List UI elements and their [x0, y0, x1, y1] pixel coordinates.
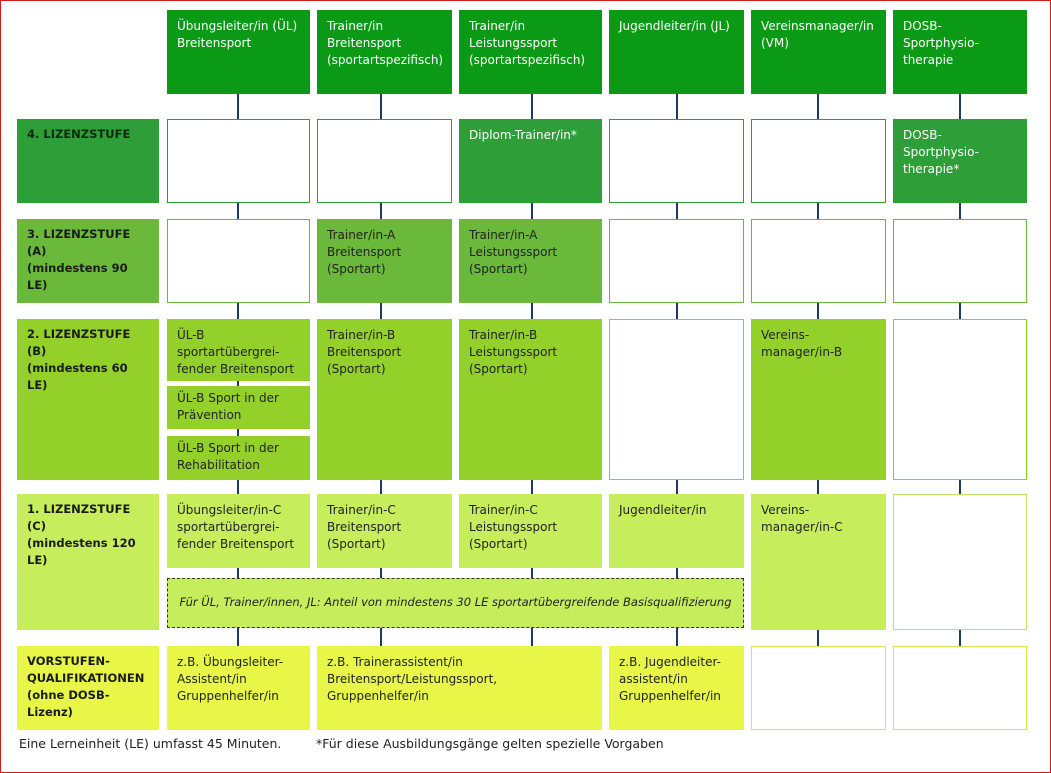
l4-vm-cell — [751, 119, 886, 203]
l4-physio-cell: DOSB-Sportphysio- therapie* — [893, 119, 1027, 203]
l2-ul-praevention-cell: ÜL-B Sport in der Prävention — [167, 386, 310, 429]
header-ul: Übungsleiter/in (ÜL) Breitensport — [167, 10, 310, 94]
l1-trainer-bs-cell: Trainer/in-C Breitensport (Sportart) — [317, 494, 452, 568]
l3-physio-cell — [893, 219, 1027, 303]
header-vm: Vereinsmanager/in (VM) — [751, 10, 886, 94]
header-jl: Jugendleiter/in (JL) — [609, 10, 744, 94]
lv-ul-cell: z.B. Übungsleiter- Assistent/in Gruppenh… — [167, 646, 310, 730]
l4-trainer-bs-cell — [317, 119, 452, 203]
l1-vm-cell: Vereins- manager/in-C — [751, 494, 886, 630]
l1-ul-cell: Übungsleiter/in-C sportartübergrei- fend… — [167, 494, 310, 568]
header-physio: DOSB-Sportphysio- therapie — [893, 10, 1027, 94]
l1-physio-cell — [893, 494, 1027, 630]
l2-ul-rehabilitation-cell: ÜL-B Sport in der Rehabilitation — [167, 436, 310, 480]
l3-ul-cell — [167, 219, 310, 303]
l4-jl-cell — [609, 119, 744, 203]
vorstufen-label: VORSTUFEN- QUALIFIKATIONEN (ohne DOSB-Li… — [17, 646, 159, 730]
level-4-label: 4. LIZENZSTUFE — [17, 119, 159, 203]
l2-trainer-ls-cell: Trainer/in-B Leistungssport (Sportart) — [459, 319, 602, 480]
lv-physio-cell — [893, 646, 1027, 730]
l3-trainer-bs-cell: Trainer/in-A Breitensport (Sportart) — [317, 219, 452, 303]
l3-jl-cell — [609, 219, 744, 303]
lv-trainer-cell: z.B. Trainerassistent/in Breitensport/Le… — [317, 646, 602, 730]
header-trainer-ls: Trainer/in Leistungssport (sportartspezi… — [459, 10, 602, 94]
footer-le-note: Eine Lerneinheit (LE) umfasst 45 Minuten… — [19, 736, 282, 751]
l1-jl-cell: Jugendleiter/in — [609, 494, 744, 568]
level-3-label: 3. LIZENZSTUFE (A) (mindestens 90 LE) — [17, 219, 159, 303]
l2-ul-breitensport-cell: ÜL-B sportartübergrei- fender Breitenspo… — [167, 319, 310, 381]
l2-trainer-bs-cell: Trainer/in-B Breitensport (Sportart) — [317, 319, 452, 480]
lv-jl-cell: z.B. Jugendleiter- assistent/in Gruppenh… — [609, 646, 744, 730]
l2-jl-cell — [609, 319, 744, 480]
header-trainer-bs: Trainer/in Breitensport (sportartspezifi… — [317, 10, 452, 94]
l2-vm-cell: Vereins- manager/in-B — [751, 319, 886, 480]
l4-trainer-ls-cell: Diplom-Trainer/in* — [459, 119, 602, 203]
l3-vm-cell — [751, 219, 886, 303]
level-1-label: 1. LIZENZSTUFE (C) (mindestens 120 LE) — [17, 494, 159, 630]
l2-physio-cell — [893, 319, 1027, 480]
basisqualifizierung-note: Für ÜL, Trainer/innen, JL: Anteil von mi… — [167, 578, 744, 628]
footer-asterisk-note: *Für diese Ausbildungsgänge gelten spezi… — [316, 736, 664, 751]
level-2-label: 2. LIZENZSTUFE (B) (mindestens 60 LE) — [17, 319, 159, 480]
l4-ul-cell — [167, 119, 310, 203]
l1-trainer-ls-cell: Trainer/in-C Leistungssport (Sportart) — [459, 494, 602, 568]
l3-trainer-ls-cell: Trainer/in-A Leistungssport (Sportart) — [459, 219, 602, 303]
lv-vm-cell — [751, 646, 886, 730]
